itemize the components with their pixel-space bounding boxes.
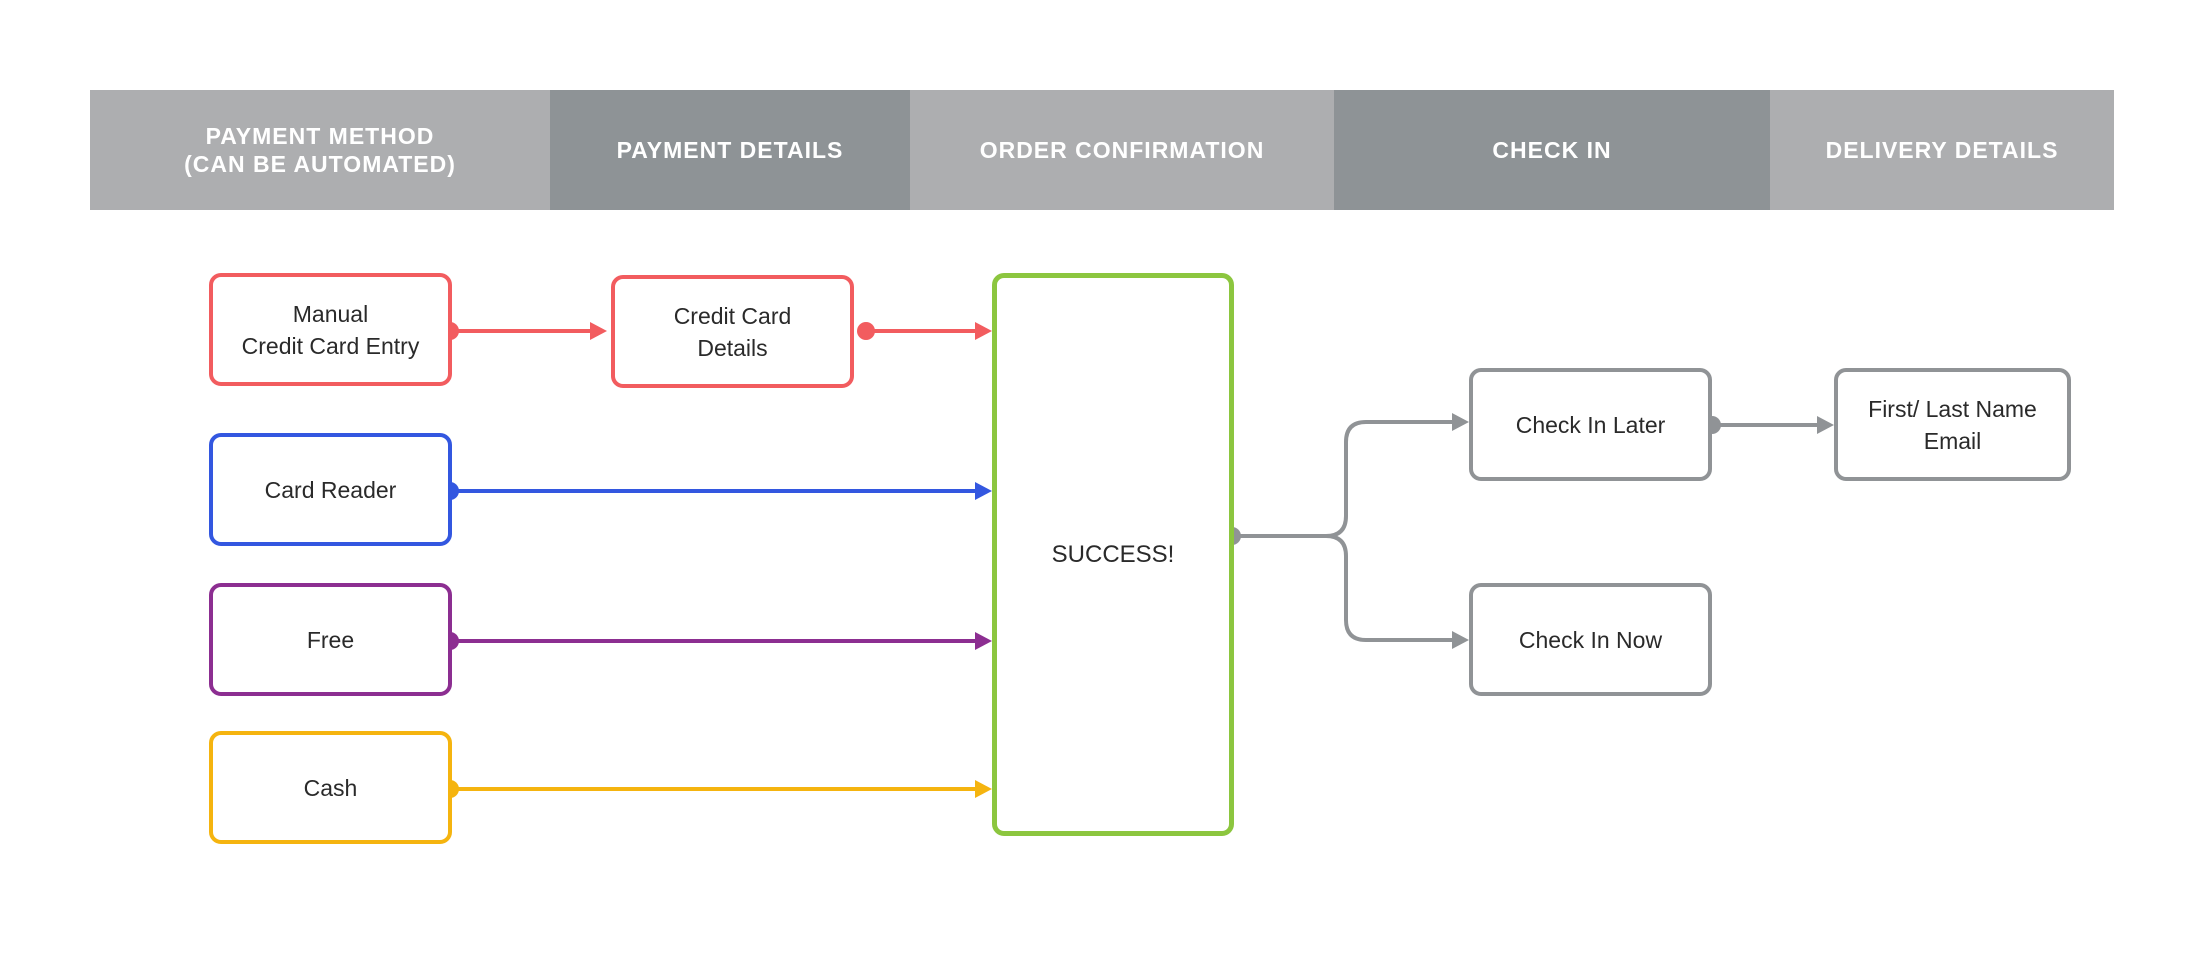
arrowhead [975,482,992,500]
header-payment-method: PAYMENT METHOD (CAN BE AUTOMATED) [90,90,550,210]
connector-manual-to-details [441,322,607,340]
connector-details-to-success [857,322,992,340]
connector-success-branch [1223,413,1469,649]
node-manual-credit-card-entry: Manual Credit Card Entry [209,273,452,386]
node-success: SUCCESS! [992,273,1234,836]
node-cash: Cash [209,731,452,844]
arrowhead [975,322,992,340]
connector-check-in-later-to-name [1703,416,1834,434]
node-check-in-now: Check In Now [1469,583,1712,696]
node-card-reader: Card Reader [209,433,452,546]
connector-free-to-success [441,632,992,650]
header-check-in: CHECK IN [1334,90,1770,210]
header-order-confirmation: ORDER CONFIRMATION [910,90,1334,210]
arrowhead [1452,413,1469,431]
arrowhead [1452,631,1469,649]
node-first-last-name-email: First/ Last Name Email [1834,368,2071,481]
header-payment-details: PAYMENT DETAILS [550,90,910,210]
connector-cash-to-success [441,780,992,798]
node-credit-card-details: Credit Card Details [611,275,854,388]
connector-card-reader-to-success [441,482,992,500]
arrowhead [975,780,992,798]
header-delivery-details: DELIVERY DETAILS [1770,90,2114,210]
arrowhead [590,322,607,340]
node-free: Free [209,583,452,696]
node-check-in-later: Check In Later [1469,368,1712,481]
phase-header: PAYMENT METHOD (CAN BE AUTOMATED) PAYMEN… [90,90,2114,210]
connector-dot [857,322,875,340]
arrowhead [975,632,992,650]
arrowhead [1817,416,1834,434]
